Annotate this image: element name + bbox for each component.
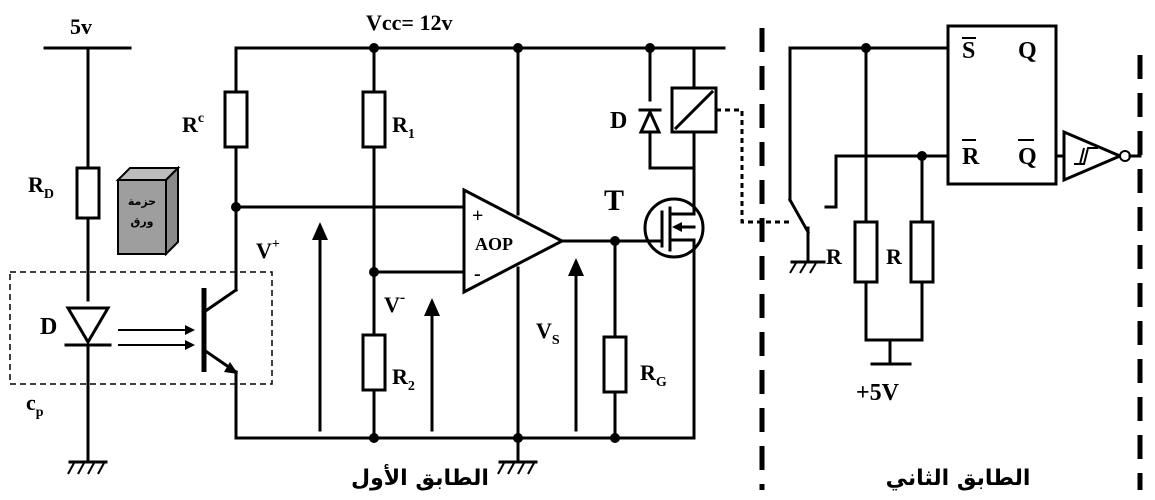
label-ff-q: Q — [1018, 38, 1037, 64]
label-vcc: Vcc= 12v — [366, 10, 452, 35]
label-plus-5v: +5V — [856, 380, 900, 406]
resistor-rd — [75, 166, 101, 220]
label-rc: Rc — [182, 111, 204, 137]
label-transistor: T — [604, 184, 624, 217]
label-stage-2: الطابق الثاني — [886, 466, 1031, 491]
label-r-a: R — [826, 244, 843, 269]
resistor-r1 — [361, 90, 387, 149]
label-v-minus: V- — [384, 289, 405, 317]
label-5v: 5v — [70, 14, 92, 39]
freewheel-diode-icon — [638, 108, 662, 134]
resistor-r2 — [361, 333, 387, 392]
label-stage-1: الطابق الأول — [351, 463, 489, 491]
mosfet-transistor — [643, 178, 705, 440]
label-aop-plus: + — [472, 205, 483, 227]
label-rg: RG — [640, 360, 667, 390]
label-ff-r: R — [962, 144, 980, 170]
paper-stack-icon — [115, 165, 181, 257]
label-aop-minus: - — [474, 263, 481, 285]
label-d-relay: D — [610, 108, 627, 134]
label-ff-s: S — [962, 38, 975, 64]
phototransistor — [201, 287, 239, 375]
label-r-b: R — [886, 244, 903, 269]
supply-5v-branch — [43, 46, 132, 475]
label-d-emitter: D — [40, 314, 57, 340]
optocoupler-box — [9, 271, 273, 385]
label-r1: R1 — [392, 112, 415, 142]
resistor-rc — [223, 90, 249, 149]
label-cp: cp — [26, 390, 44, 420]
label-vs: VS — [536, 318, 560, 348]
resistor-rg — [602, 335, 628, 394]
label-ff-qbar: Q — [1018, 144, 1037, 170]
relay-mechanical-link — [716, 108, 792, 224]
label-r2: R2 — [392, 364, 415, 394]
paper-box-text-1: حزمة — [128, 195, 156, 208]
hysteresis-icon — [1074, 147, 1098, 165]
ground-icon-left — [67, 460, 108, 475]
ground-icon-middle — [497, 436, 538, 475]
paper-box-text-2: ورق — [130, 215, 153, 228]
label-rd: RD — [28, 172, 54, 202]
voltage-arrows — [312, 222, 584, 432]
schmitt-inverter — [1062, 129, 1142, 183]
resistor-r-b — [909, 220, 935, 284]
rs-flip-flop — [946, 24, 1058, 186]
label-aop: AOP — [475, 234, 513, 254]
label-v-plus: V+ — [256, 237, 280, 263]
light-arrows-icon — [118, 325, 195, 350]
led-diode-icon — [65, 306, 111, 345]
resistor-r-a — [853, 220, 879, 284]
op-amp — [462, 187, 566, 295]
relay-coil — [638, 43, 718, 182]
